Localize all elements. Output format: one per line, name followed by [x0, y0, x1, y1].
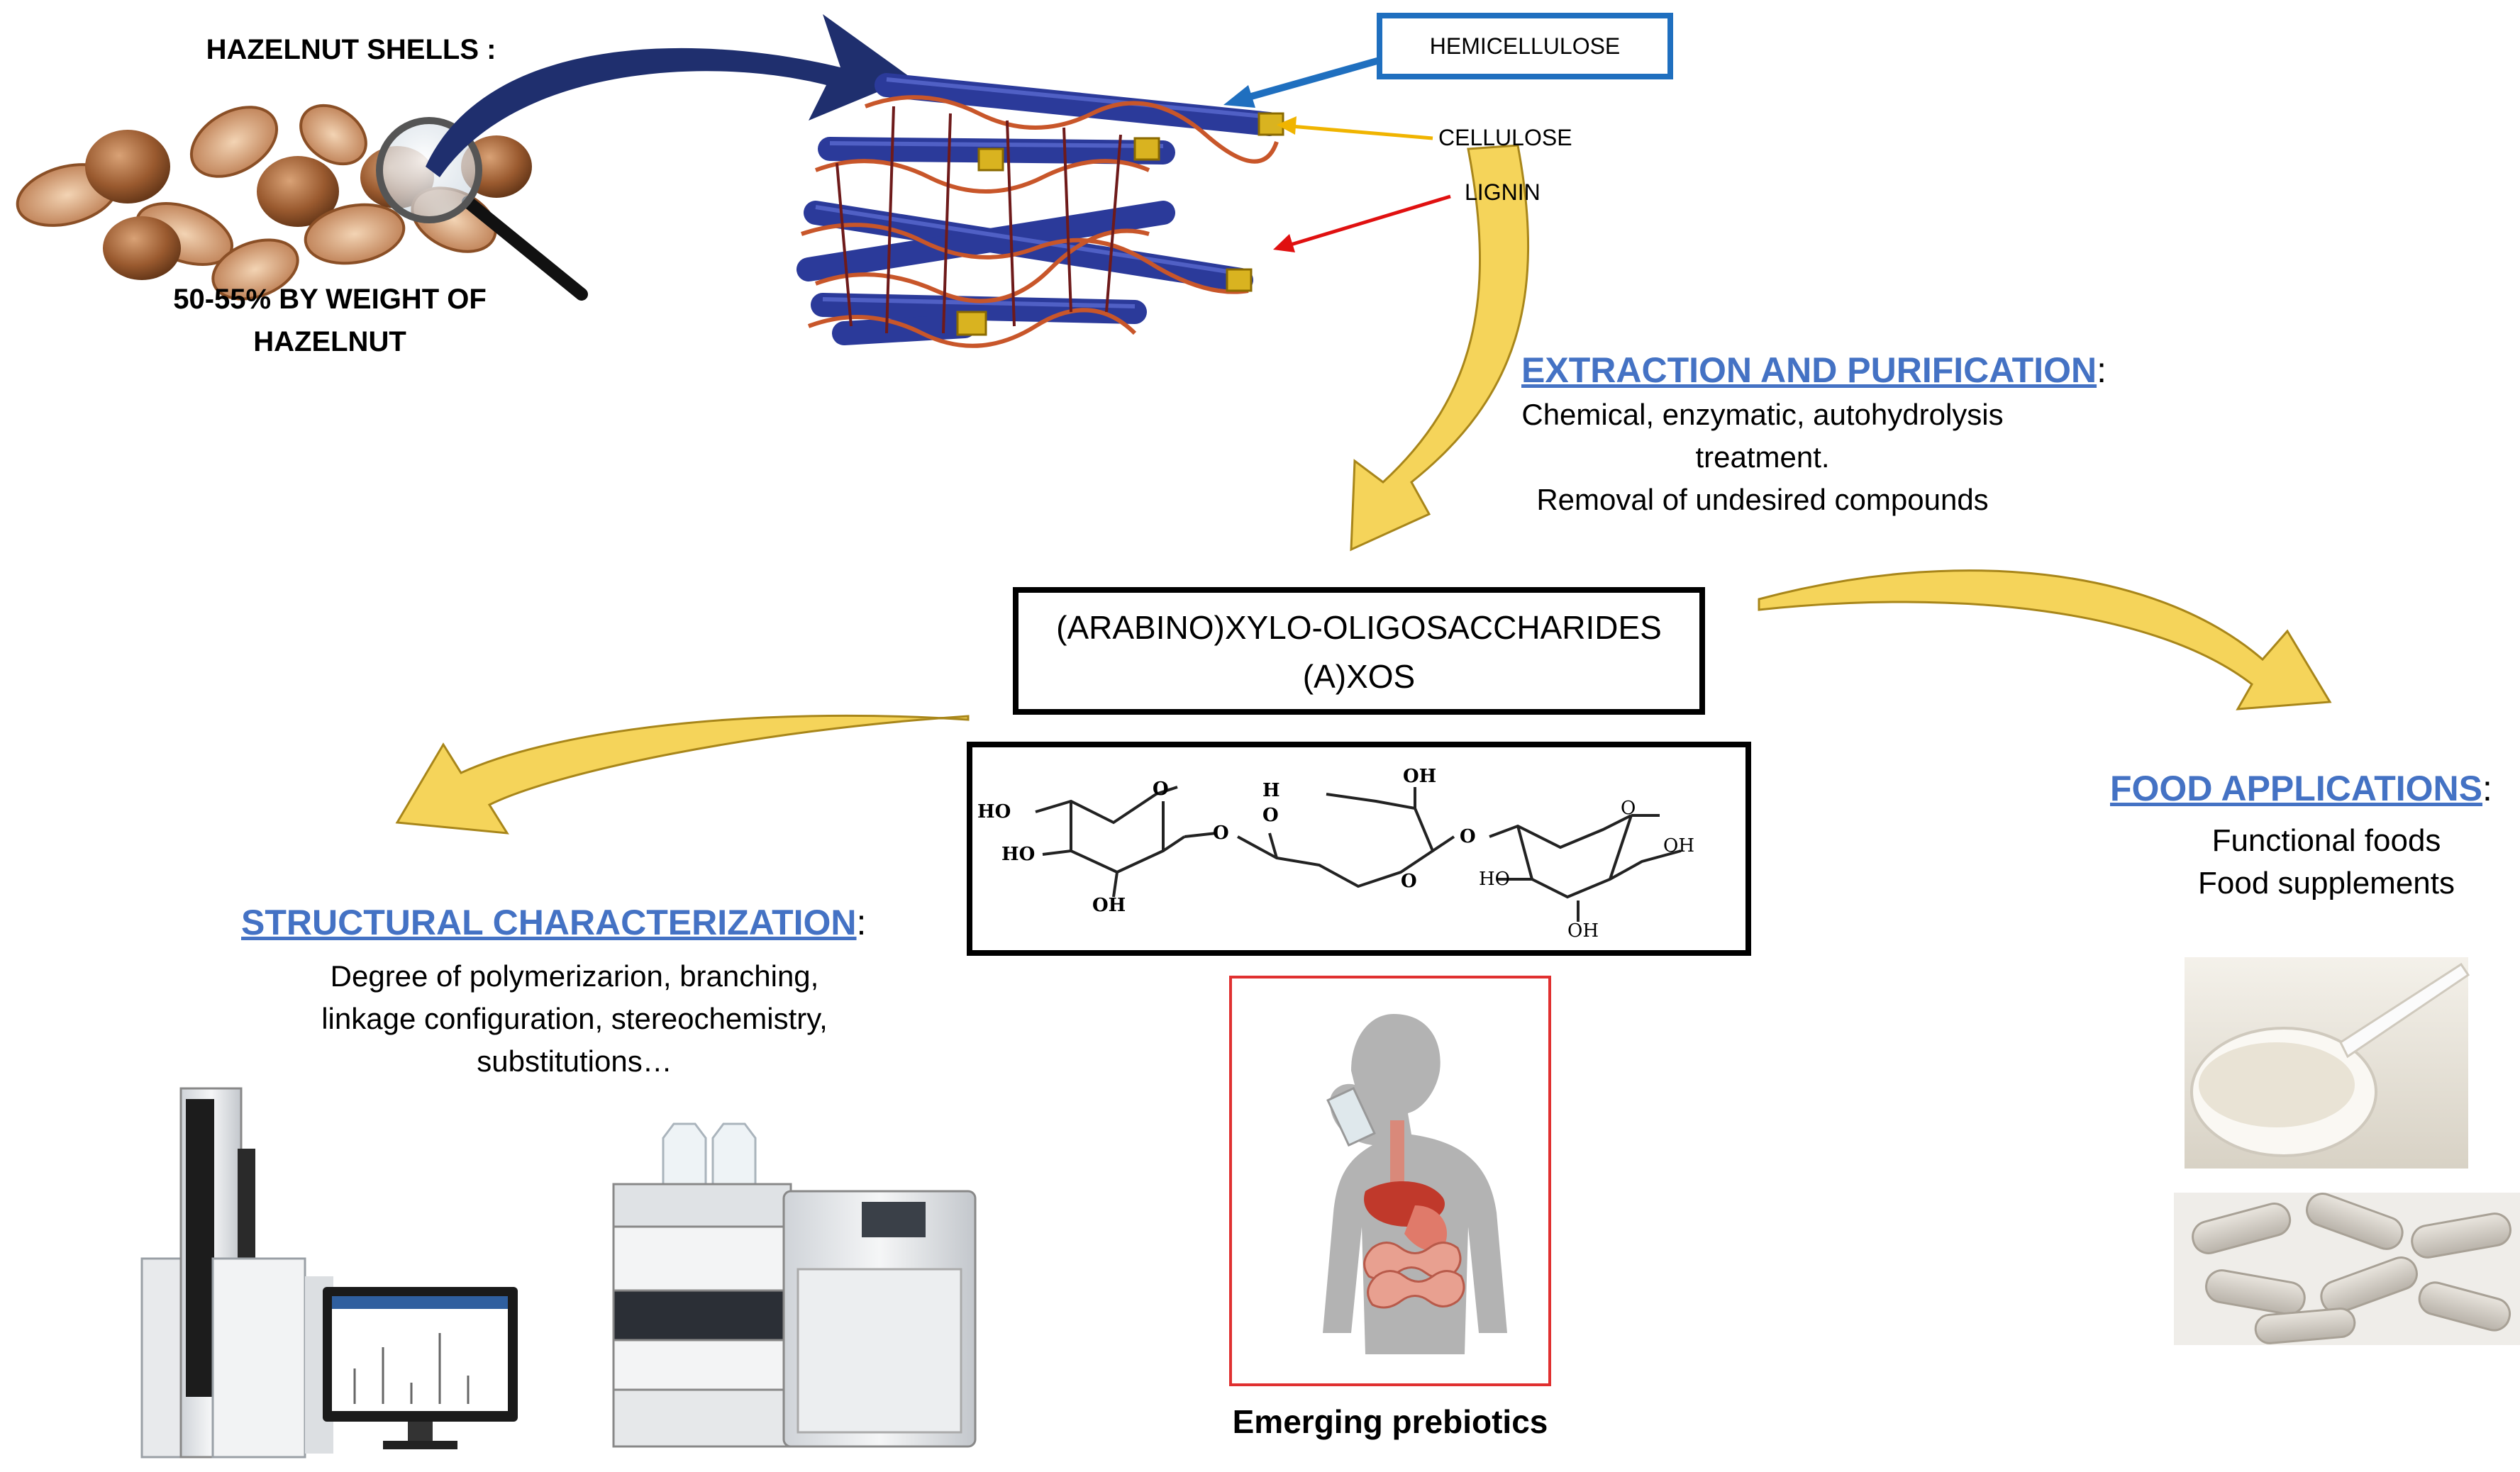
food-line2: Food supplements — [2198, 866, 2455, 901]
structural-line2: linkage configuration, stereochemistry, — [321, 1002, 828, 1035]
structural-heading: STRUCTURAL CHARACTERIZATION: — [241, 902, 866, 943]
axos-name-box — [1013, 587, 1705, 715]
food-line1: Functional foods — [2211, 823, 2441, 858]
hazelnut-shells-title: HAZELNUT SHELLS : — [206, 34, 496, 65]
hemicellulose-label: HEMICELLULOSE — [1429, 33, 1621, 59]
extraction-line1: Chemical, enzymatic, autohydrolysis — [1521, 398, 2004, 431]
hemicellulose-box — [1377, 13, 1673, 79]
powder-scoop-image — [2185, 957, 2470, 1169]
molecule-o-ring-3: O — [1621, 798, 1636, 819]
molecule-oh-3: OH — [1663, 835, 1694, 857]
cellulose-label: CELLULOSE — [1438, 125, 1572, 150]
extraction-line2: treatment. — [1695, 440, 1830, 474]
extraction-heading-colon: : — [2097, 350, 2107, 390]
extraction-line3: Removal of undesired compounds — [1536, 483, 1989, 516]
hemicellulose-arrow — [1223, 57, 1381, 108]
extraction-heading-text: EXTRACTION AND PURIFICATION — [1521, 350, 2097, 390]
human-digestive-system-image — [1323, 1014, 1507, 1354]
xylo-oligosaccharide-structure — [1035, 786, 1682, 922]
yellow-arrow-extraction — [1350, 144, 1530, 552]
capsules-image — [2174, 1193, 2520, 1345]
yellow-arrow-structural — [395, 714, 970, 835]
molecule-o-link-2: O — [1460, 826, 1476, 847]
yellow-arrow-food — [1758, 569, 2332, 710]
computer-monitor-image — [323, 1287, 518, 1449]
molecule-o-ring-2: O — [1401, 871, 1417, 892]
molecule-h: H — [1262, 780, 1280, 801]
lignocellulose-structure — [796, 73, 1284, 348]
molecule-box — [967, 742, 1751, 956]
prebiotics-caption: Emerging prebiotics — [1232, 1403, 1548, 1440]
molecule-ho-2: HO — [1001, 844, 1036, 865]
structural-line3: substitutions… — [477, 1044, 672, 1078]
axos-abbreviation: (A)XOS — [1302, 658, 1416, 695]
lignin-arrow — [1273, 194, 1451, 252]
structural-heading-colon: : — [856, 903, 867, 942]
molecule-o-substituent: O — [1262, 805, 1279, 826]
mass-spectrometer-image — [140, 1087, 333, 1459]
molecule-o-link-1: O — [1213, 823, 1229, 844]
molecule-oh-4: OH — [1567, 920, 1599, 942]
hazelnut-weight-line2: HAZELNUT — [253, 326, 406, 357]
food-heading-colon: : — [2482, 769, 2492, 808]
hazelnut-weight-line1: 50-55% BY WEIGHT OF — [173, 284, 487, 315]
food-heading-text: FOOD APPLICATIONS — [2110, 769, 2482, 808]
cellulose-arrow — [1277, 116, 1433, 140]
molecule-ho-3: HO — [1479, 869, 1510, 890]
food-heading: FOOD APPLICATIONS: — [2110, 768, 2492, 809]
molecule-o-ring-1: O — [1153, 779, 1169, 800]
hplc-system-image — [612, 1122, 977, 1448]
structural-line1: Degree of polymerizarion, branching, — [330, 959, 819, 993]
molecule-oh-1: OH — [1092, 895, 1126, 916]
axos-full-name: (ARABINO)XYLO-OLIGOSACCHARIDES — [1056, 609, 1662, 646]
structural-heading-text: STRUCTURAL CHARACTERIZATION — [241, 903, 857, 942]
molecule-oh-2: OH — [1403, 766, 1437, 787]
extraction-heading: EXTRACTION AND PURIFICATION: — [1521, 350, 2107, 391]
molecule-ho-1: HO — [977, 801, 1011, 823]
lignin-label: LIGNIN — [1465, 179, 1541, 205]
dark-arrow-to-fibers — [426, 14, 911, 177]
